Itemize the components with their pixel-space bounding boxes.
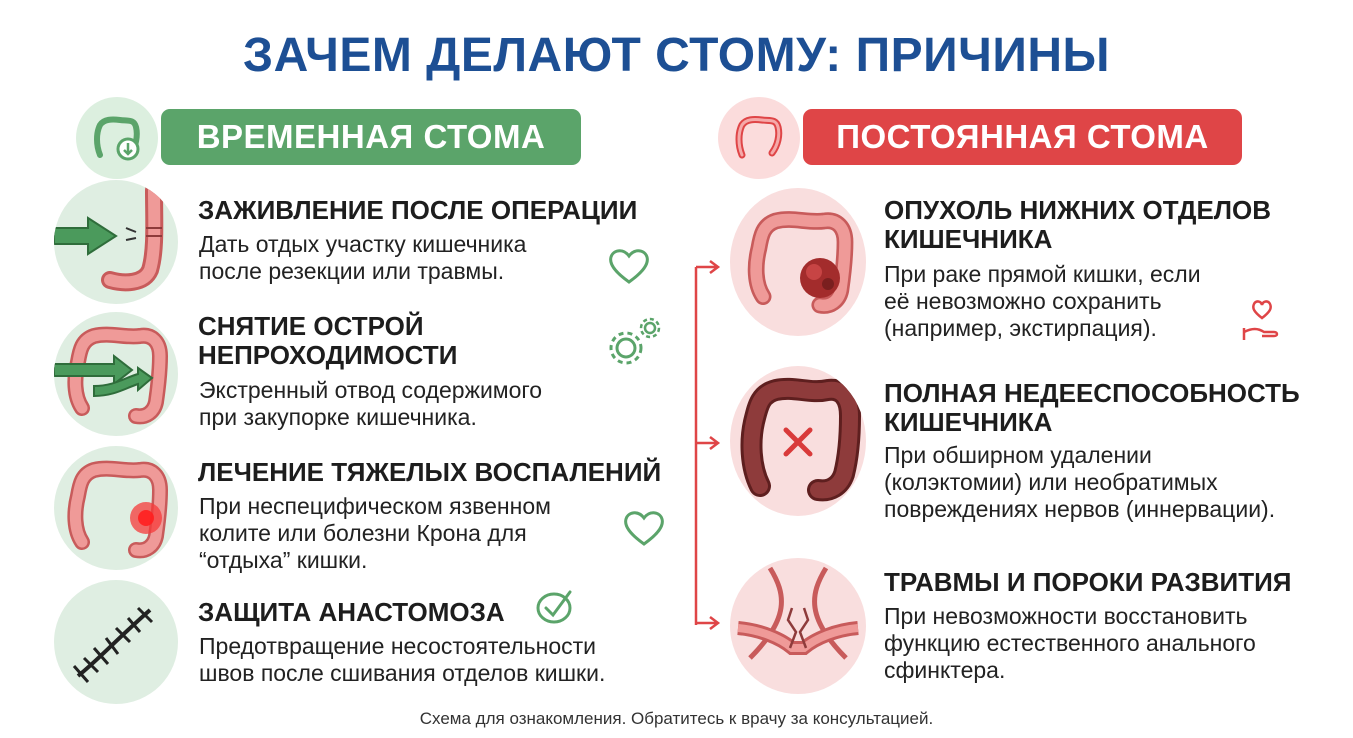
inflammation-illustration [54,446,178,570]
perm-item-1-desc: При раке прямой кишки, если её невозможн… [884,261,1201,341]
shield-check-icon [534,586,580,628]
temp-item-1-title: ЗАЖИВЛЕНИЕ ПОСЛЕ ОПЕРАЦИИ [198,195,638,225]
anastomosis-illustration [54,580,178,704]
gears-icon [606,316,664,368]
permanent-connector [690,255,730,635]
dysfunction-illustration [730,366,866,516]
temp-item-2-title: СНЯТИЕ ОСТРОЙ НЕПРОХОДИМОСТИ [198,311,458,370]
perm-item-3-title: ТРАВМЫ И ПОРОКИ РАЗВИТИЯ [884,567,1292,597]
healing-illustration [54,180,178,304]
perm-item-3-desc: При невозможности восстановить функцию е… [884,603,1256,683]
disclaimer-footer: Схема для ознакомления. Обратитесь к вра… [419,709,934,728]
temp-item-4-title: ЗАЩИТА АНАСТОМОЗА [198,597,505,627]
temporary-intestine-icon [76,97,158,179]
temporary-stoma-header: ВРЕМЕННАЯ СТОМА [161,109,581,165]
malformation-illustration [730,558,866,694]
page-title: ЗАЧЕМ ДЕЛАЮТ СТОМУ: ПРИЧИНЫ [243,29,1110,82]
perm-item-2-title: ПОЛНАЯ НЕДЕЕСПОСОБНОСТЬ КИШЕЧНИКА [884,378,1300,437]
permanent-stoma-header: ПОСТОЯННАЯ СТОМА [803,109,1242,165]
temp-item-4-desc: Предотвращение несостоятельности швов по… [199,633,606,686]
temp-item-1-desc: Дать отдых участку кишечника после резек… [199,231,527,284]
obstruction-illustration [54,312,178,436]
temp-item-3-desc: При неспецифическом язвенном колите или … [199,493,551,573]
temp-item-3-title: ЛЕЧЕНИЕ ТЯЖЕЛЫХ ВОСПАЛЕНИЙ [198,457,662,487]
temp-item-2-desc: Экстренный отвод содержимого при закупор… [199,377,543,430]
heart-hand-icon [1238,298,1286,344]
perm-item-1-title: ОПУХОЛЬ НИЖНИХ ОТДЕЛОВ КИШЕЧНИКА [884,195,1272,254]
perm-item-2-desc: При обширном удалении (колэктомии) или н… [884,442,1276,522]
heart-icon [622,508,666,548]
permanent-intestine-icon [718,97,800,179]
heart-icon [607,246,651,286]
tumor-illustration [730,188,866,336]
